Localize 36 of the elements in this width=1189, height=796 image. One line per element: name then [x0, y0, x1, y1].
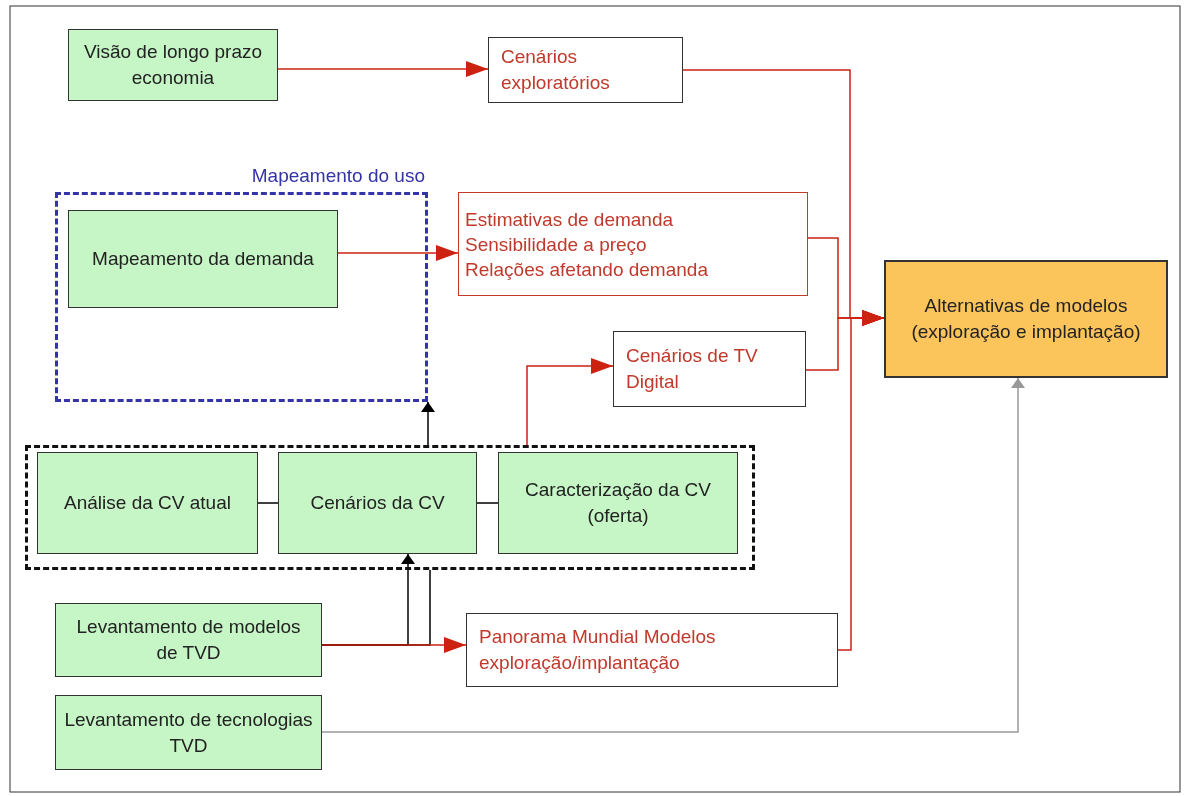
group-title: Mapeamento do uso	[251, 165, 425, 187]
box-text: Cenários de TV Digital	[626, 344, 759, 394]
arrow	[277, 61, 489, 77]
arrow	[321, 637, 467, 653]
process-box	[498, 452, 738, 554]
box-text: Alternativas de modelos (exploração e implantação)	[910, 294, 1142, 344]
box-text: Visão de longo prazo economia	[82, 40, 264, 90]
box-text: Levantamento de modelos de TVD	[75, 615, 302, 665]
output-box	[458, 192, 808, 296]
box-text: Relações afetando demanda	[465, 257, 708, 282]
box-text: Sensibilidade a preço	[465, 232, 647, 257]
box-text: Estimativas de demanda	[465, 207, 674, 232]
output-box	[613, 331, 806, 407]
process-box	[37, 452, 258, 554]
arrow	[321, 377, 1025, 733]
group-frame	[25, 445, 755, 570]
process-box	[55, 603, 322, 677]
connector-line	[476, 502, 499, 504]
result-box	[884, 260, 1168, 378]
box-text: Mapeamento da demanda	[92, 247, 314, 271]
connector-line	[257, 502, 279, 504]
output-box	[488, 37, 683, 103]
box-text: Cenários exploratórios	[501, 45, 611, 95]
arrow	[421, 401, 435, 446]
process-box	[278, 452, 477, 554]
process-box	[68, 29, 278, 101]
arrow	[526, 358, 614, 446]
box-text: Cenários da CV	[310, 491, 445, 515]
box-text: Panorama Mundial Modelos exploração/implantação	[479, 625, 717, 675]
box-text: Análise da CV atual	[64, 491, 231, 515]
process-box	[55, 695, 322, 770]
process-box	[68, 210, 338, 308]
output-box	[466, 613, 838, 687]
box-text: Caracterização da CV (oferta)	[524, 478, 712, 528]
box-text: Levantamento de tecnologias TVD	[64, 707, 313, 758]
arrow	[337, 245, 459, 261]
